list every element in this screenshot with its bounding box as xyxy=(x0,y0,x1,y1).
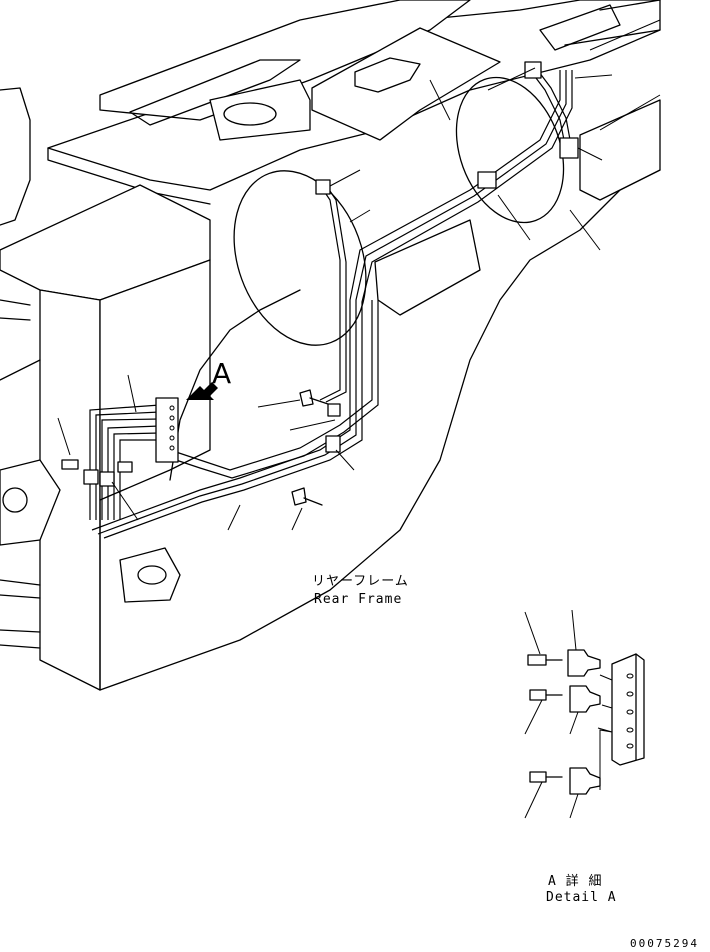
frame-label-en: Rear Frame xyxy=(314,592,402,607)
view-label-a: A xyxy=(212,357,231,390)
leader-lines xyxy=(57,19,661,531)
detail-label-jp: A 詳 細 xyxy=(548,873,602,889)
view-arrow-a xyxy=(186,382,218,400)
fittings xyxy=(61,61,579,506)
rear-frame xyxy=(0,0,661,691)
detail-label-en: Detail A xyxy=(546,890,617,905)
detail-a-drawing xyxy=(524,609,645,819)
drawing-number: 00075294 xyxy=(630,937,699,950)
frame-label-jp: リヤーフレーム xyxy=(312,574,409,589)
